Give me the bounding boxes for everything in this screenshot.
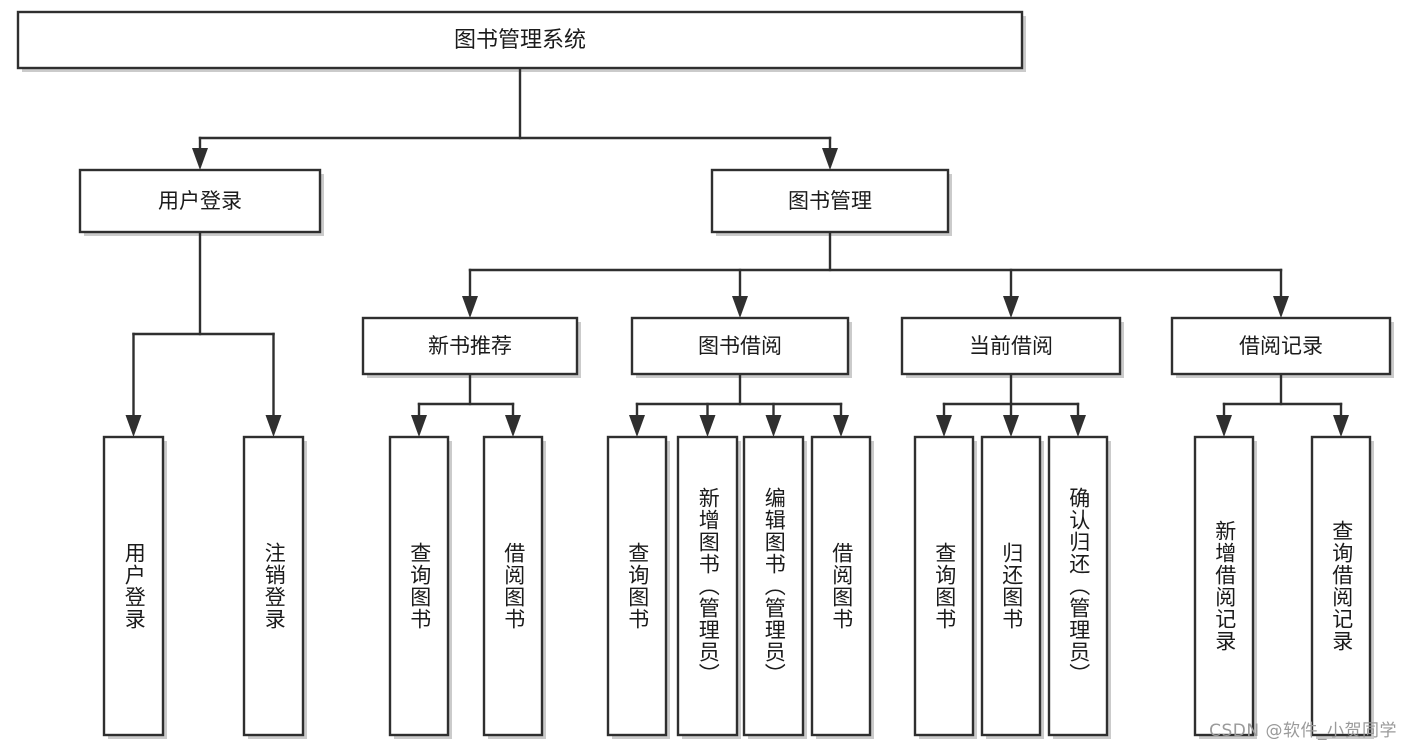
edge-bookmgmt-当前借阅-arrow — [1003, 296, 1019, 318]
leaf-注销登录-1[interactable] — [242, 435, 305, 737]
edge-root-用户登录-arrow — [192, 148, 208, 170]
edge-图书借阅-leaf-3-arrow — [833, 415, 849, 437]
leaf-借阅图书-7[interactable] — [810, 435, 872, 737]
edge-bookmgmt-图书借阅-arrow — [732, 296, 748, 318]
edge-当前借阅-leaf-1-arrow — [1003, 415, 1019, 437]
leaf-用户登录-0[interactable] — [102, 435, 165, 737]
node-图书管理系统-root-label: 图书管理系统 — [454, 28, 586, 53]
node-图书借阅[interactable] — [630, 316, 850, 376]
edge-userlogin-leaf-0-arrow — [125, 415, 142, 437]
node-图书管理-label: 图书管理 — [788, 189, 872, 213]
node-用户登录-label: 用户登录 — [158, 189, 242, 213]
edge-新书推荐-leaf-1-arrow — [505, 415, 521, 437]
node-新书推荐-label: 新书推荐 — [428, 334, 512, 358]
edge-userlogin-leaf-1-arrow — [265, 415, 282, 437]
node-当前借阅-label: 当前借阅 — [969, 334, 1053, 358]
node-借阅记录-label: 借阅记录 — [1239, 334, 1323, 358]
node-图书管理[interactable] — [710, 168, 950, 234]
leaf-归还图书-9[interactable] — [980, 435, 1042, 737]
connector-layer — [125, 66, 1349, 437]
edge-新书推荐-leaf-0-arrow — [411, 415, 427, 437]
node-当前借阅[interactable] — [900, 316, 1122, 376]
leaf-借阅图书-3[interactable] — [482, 435, 544, 737]
edge-借阅记录-leaf-0-arrow — [1216, 415, 1232, 437]
node-新书推荐[interactable] — [361, 316, 579, 376]
edge-bookmgmt-新书推荐-arrow — [462, 296, 478, 318]
leaf-确认归还管理员-10[interactable] — [1047, 435, 1109, 737]
edge-当前借阅-leaf-2-arrow — [1070, 415, 1086, 437]
csdn-watermark: CSDN @软件_小贺同学 — [1209, 721, 1397, 741]
box-layer — [16, 10, 1392, 737]
leaf-新增借阅记录-11[interactable] — [1193, 435, 1255, 737]
node-用户登录[interactable] — [78, 168, 322, 234]
edge-图书借阅-leaf-2-arrow — [765, 415, 782, 437]
node-图书借阅-label: 图书借阅 — [698, 334, 782, 358]
edge-当前借阅-leaf-0-arrow — [936, 415, 952, 437]
edge-bookmgmt-借阅记录-arrow — [1273, 296, 1289, 318]
leaf-查询图书-2[interactable] — [388, 435, 450, 737]
node-图书管理系统-root[interactable] — [16, 10, 1024, 70]
edge-图书借阅-leaf-1-arrow — [699, 415, 716, 437]
leaf-新增图书管理员-5[interactable] — [676, 435, 739, 737]
leaf-查询图书-4[interactable] — [606, 435, 668, 737]
edge-root-图书管理-arrow — [822, 148, 838, 170]
edge-图书借阅-leaf-0-arrow — [629, 415, 645, 437]
node-借阅记录[interactable] — [1170, 316, 1392, 376]
leaf-查询借阅记录-12[interactable] — [1310, 435, 1372, 737]
edge-借阅记录-leaf-1-arrow — [1333, 415, 1349, 437]
leaf-查询图书-8[interactable] — [913, 435, 975, 737]
leaf-编辑图书管理员-6[interactable] — [742, 435, 805, 737]
